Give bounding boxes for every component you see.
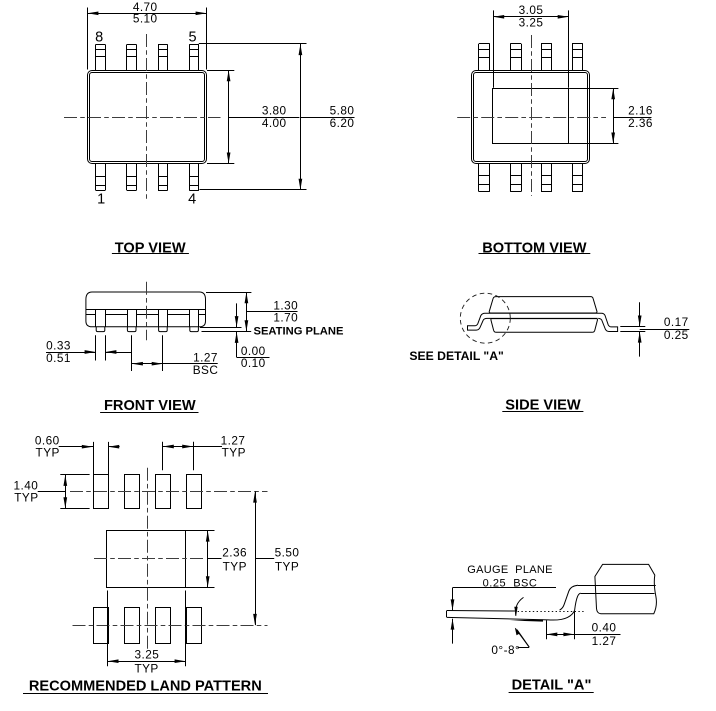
svg-text:5.80: 5.80 — [330, 104, 355, 118]
svg-text:5: 5 — [189, 29, 197, 45]
svg-text:1.27: 1.27 — [592, 634, 617, 648]
svg-text:0.51: 0.51 — [46, 351, 71, 365]
svg-text:0.60: 0.60 — [35, 433, 60, 447]
svg-text:0.25 BSC: 0.25 BSC — [483, 578, 538, 590]
svg-text:0°-8°: 0°-8° — [491, 643, 520, 657]
svg-text:TYP: TYP — [36, 446, 60, 460]
svg-text:TOP VIEW: TOP VIEW — [115, 241, 186, 257]
svg-text:2.36: 2.36 — [628, 116, 653, 130]
svg-text:TYP: TYP — [275, 559, 299, 573]
svg-text:TYP: TYP — [222, 446, 246, 460]
svg-text:0.00: 0.00 — [241, 344, 266, 358]
svg-text:SEATING PLANE: SEATING PLANE — [254, 326, 344, 338]
svg-text:8: 8 — [95, 29, 103, 45]
svg-text:BSC: BSC — [193, 363, 219, 377]
svg-text:1.27: 1.27 — [221, 433, 246, 447]
svg-text:0.33: 0.33 — [46, 339, 71, 353]
svg-text:4.00: 4.00 — [262, 116, 287, 130]
svg-text:3.25: 3.25 — [135, 648, 160, 662]
svg-text:0.10: 0.10 — [241, 356, 266, 370]
svg-text:GAUGE PLANE: GAUGE PLANE — [467, 564, 553, 576]
svg-text:TYP: TYP — [14, 491, 38, 505]
svg-text:SEE DETAIL "A": SEE DETAIL "A" — [409, 349, 503, 363]
svg-text:BOTTOM VIEW: BOTTOM VIEW — [482, 241, 587, 257]
svg-text:3.05: 3.05 — [519, 3, 544, 17]
svg-text:4.70: 4.70 — [133, 0, 158, 14]
svg-text:4: 4 — [188, 191, 196, 207]
svg-text:5.10: 5.10 — [133, 12, 158, 26]
svg-text:3.25: 3.25 — [519, 15, 544, 29]
svg-text:3.80: 3.80 — [262, 104, 287, 118]
svg-text:0.25: 0.25 — [664, 328, 689, 342]
svg-text:0.40: 0.40 — [592, 621, 617, 635]
svg-text:1.70: 1.70 — [273, 311, 298, 325]
svg-text:TYP: TYP — [134, 661, 158, 675]
svg-text:1.30: 1.30 — [273, 298, 298, 312]
svg-text:2.36: 2.36 — [222, 546, 247, 560]
svg-text:6.20: 6.20 — [330, 116, 355, 130]
svg-text:TYP: TYP — [223, 559, 247, 573]
svg-text:FRONT VIEW: FRONT VIEW — [104, 398, 196, 414]
svg-text:RECOMMENDED LAND PATTERN: RECOMMENDED LAND PATTERN — [29, 678, 262, 694]
svg-text:1.40: 1.40 — [14, 478, 39, 492]
svg-text:0.17: 0.17 — [664, 315, 689, 329]
svg-text:1.27: 1.27 — [193, 350, 218, 364]
svg-text:2.16: 2.16 — [628, 104, 653, 118]
svg-text:5.50: 5.50 — [275, 546, 300, 560]
svg-text:1: 1 — [97, 191, 105, 207]
svg-text:SIDE VIEW: SIDE VIEW — [505, 397, 581, 413]
svg-text:DETAIL "A": DETAIL "A" — [512, 678, 592, 694]
